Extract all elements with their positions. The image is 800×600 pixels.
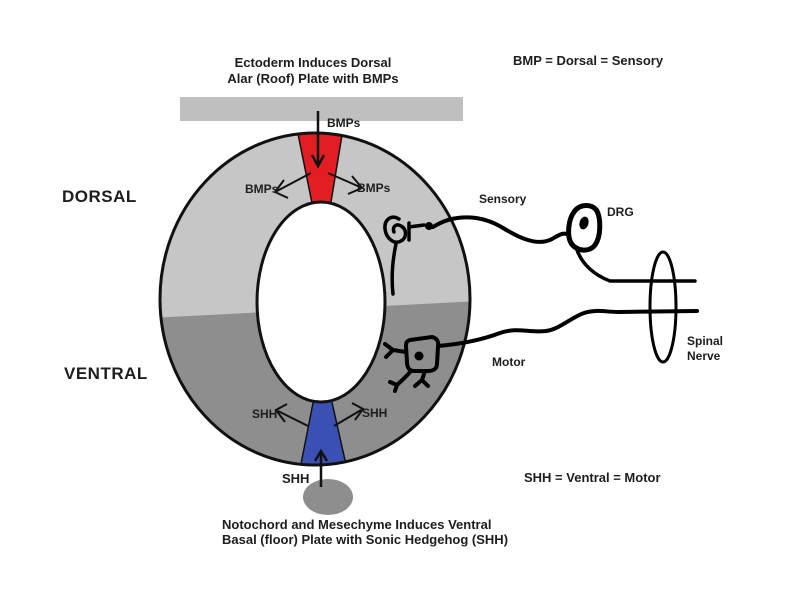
drg-ganglion (566, 203, 603, 253)
bmp-right-label: BMPs (357, 181, 391, 195)
bottom-caption-line1: Notochord and Mesechyme Induces Ventral (222, 517, 491, 532)
motor-label: Motor (492, 355, 526, 369)
drg-label: DRG (607, 205, 634, 219)
spinal-nerve-oval (648, 250, 678, 364)
bmp-arrow-label: BMPs (327, 116, 361, 130)
sensory-neuron (383, 215, 433, 296)
shh-arrow-label: SHH (282, 471, 309, 486)
shh-left-arrow (274, 403, 309, 427)
central-canal-lumen (255, 200, 387, 404)
bottom-caption-line2: Basal (floor) Plate with Sonic Hedgehog … (222, 532, 508, 547)
sensory-axon (431, 215, 572, 244)
bmp-equation-label: BMP = Dorsal = Sensory (513, 53, 664, 68)
notochord (303, 479, 353, 515)
ventral-label: VENTRAL (64, 364, 148, 383)
spinal-nerve-label-line1: Spinal (687, 334, 723, 348)
neural-tube-outline (158, 131, 472, 467)
motor-axon (436, 308, 699, 348)
shh-up-arrow (313, 448, 329, 487)
bmp-down-arrow (310, 111, 326, 169)
ectoderm-bar (180, 97, 463, 121)
dorsal-label: DORSAL (62, 187, 137, 206)
bmp-left-label: BMPs (245, 182, 279, 196)
shh-left-label: SHH (252, 407, 277, 421)
bmp-left-arrow (273, 172, 312, 199)
spinal-nerve-label-line2: Nerve (687, 349, 721, 363)
motor-neuron (383, 335, 441, 393)
top-caption-line2: Alar (Roof) Plate with BMPs (227, 71, 398, 86)
sensory-root-line (575, 248, 697, 283)
top-caption-line1: Ectoderm Induces Dorsal (235, 55, 392, 70)
sensory-label: Sensory (479, 192, 527, 206)
shh-right-arrow (333, 402, 365, 427)
shh-right-label: SHH (362, 406, 387, 420)
shh-equation-label: SHH = Ventral = Motor (524, 470, 661, 485)
bmp-right-arrow (327, 172, 364, 195)
